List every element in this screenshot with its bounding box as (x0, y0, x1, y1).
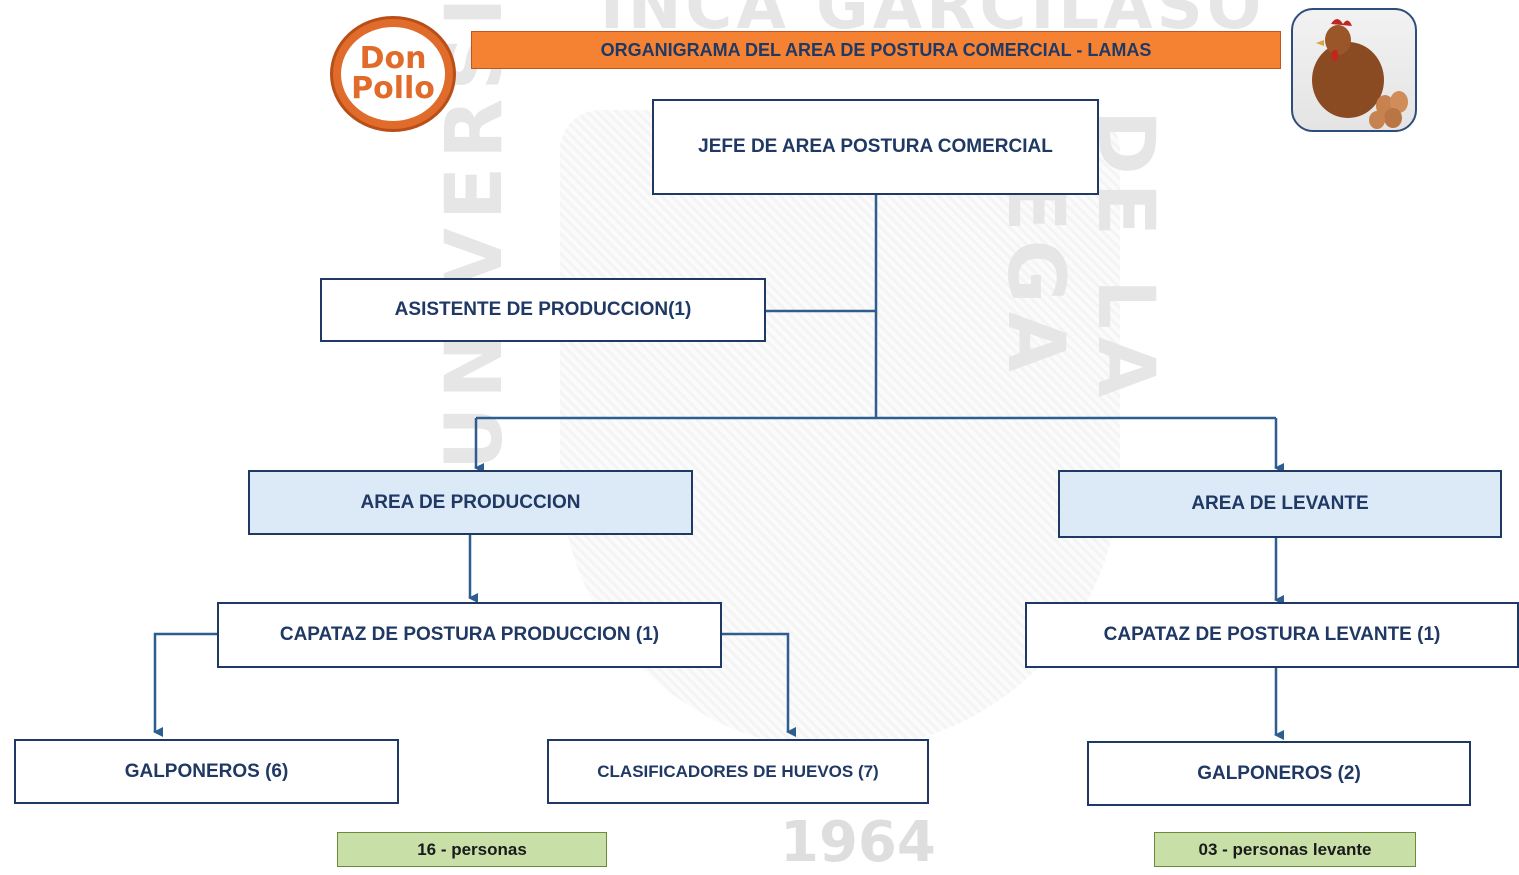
node-asistente-produccion: ASISTENTE DE PRODUCCION(1) (320, 278, 766, 342)
node-area-levante: AREA DE LEVANTE (1058, 470, 1502, 538)
node-galponeros-produccion: GALPONEROS (6) (14, 739, 399, 804)
node-area-produccion: AREA DE PRODUCCION (248, 470, 693, 535)
logo-line-1: Don (359, 41, 427, 76)
arrow-to-galponeros-produccion (153, 632, 217, 737)
hen-with-eggs-icon (1291, 8, 1417, 132)
node-capataz-produccion: CAPATAZ DE POSTURA PRODUCCION (1) (217, 602, 722, 668)
logo-line-2: Pollo (351, 71, 435, 106)
total-levante: 03 - personas levante (1154, 832, 1416, 867)
node-clasificadores-huevos: CLASIFICADORES DE HUEVOS (7) (547, 739, 929, 804)
node-galponeros-levante: GALPONEROS (2) (1087, 741, 1471, 806)
node-capataz-levante: CAPATAZ DE POSTURA LEVANTE (1) (1025, 602, 1519, 668)
chart-title: ORGANIGRAMA DEL AREA DE POSTURA COMERCIA… (471, 31, 1281, 69)
watermark-year: 1964 (780, 810, 936, 875)
don-pollo-logo: Don Pollo (330, 16, 456, 132)
arrow-to-clasificadores (722, 632, 796, 737)
total-produccion: 16 - personas (337, 832, 607, 867)
node-jefe-area: JEFE DE AREA POSTURA COMERCIAL (652, 99, 1099, 195)
